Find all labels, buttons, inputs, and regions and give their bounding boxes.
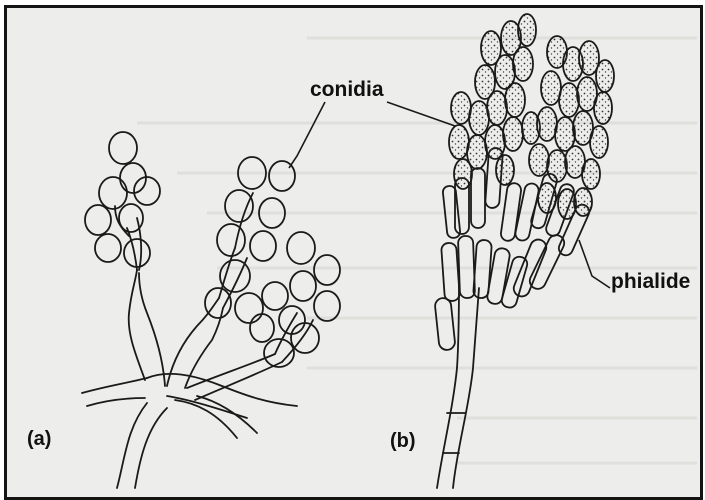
figure-frame: conidia phialide (a) (b) xyxy=(4,5,703,500)
phialide-label: phialide xyxy=(611,270,690,294)
panel-a-drawing xyxy=(82,132,340,488)
panel-b-label: (b) xyxy=(390,430,416,453)
panel-a-label: (a) xyxy=(27,428,51,451)
conidia-label: conidia xyxy=(310,78,384,102)
